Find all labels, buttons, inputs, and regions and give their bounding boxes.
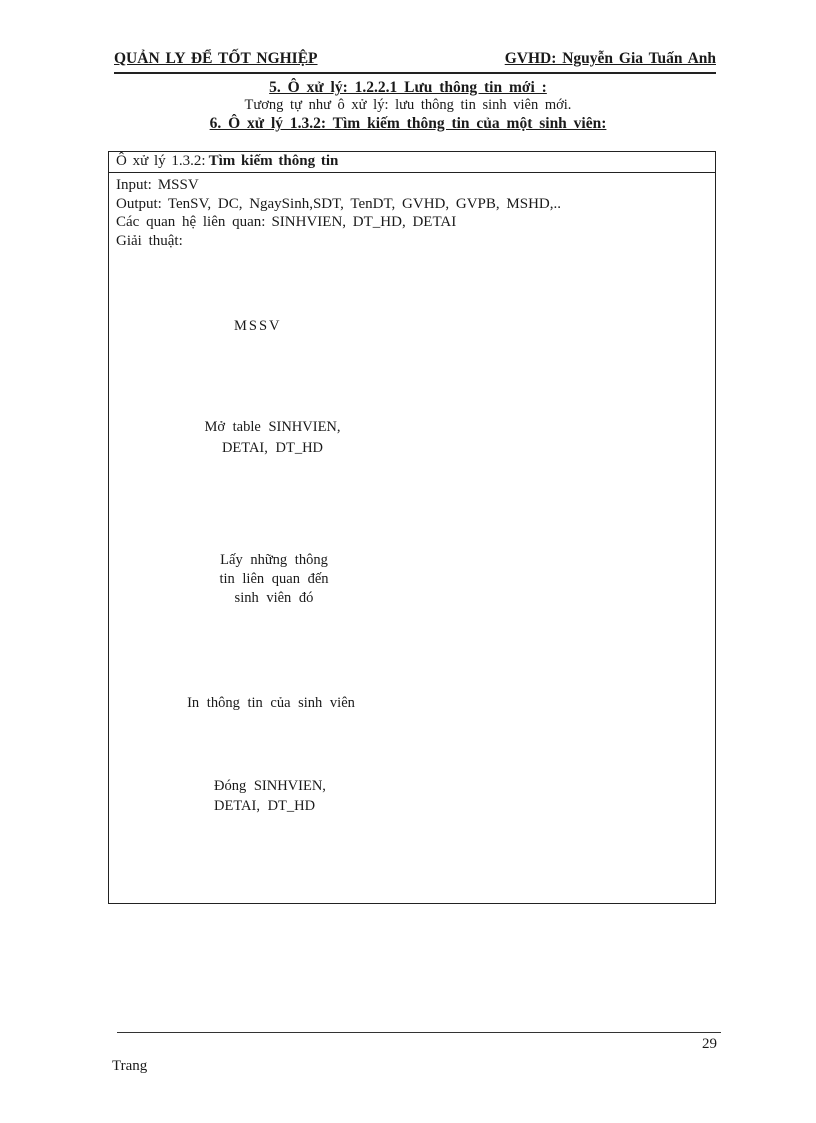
process-box-title: Ô xử lý 1.3.2:Tìm kiếm thông tin bbox=[109, 152, 715, 173]
field-input-label: Input: bbox=[116, 177, 152, 193]
field-output-value: TenSV, DC, NgaySinh,SDT, TenDT, GVHD, GV… bbox=[167, 195, 561, 212]
field-output-label: Output: bbox=[116, 195, 162, 212]
footer-rule bbox=[117, 1032, 721, 1033]
header-gvhd: GVHD: Nguyễn Gia Tuấn Anh bbox=[504, 50, 716, 67]
decision-label: Lấy những thông tin liên quan đến sinh v… bbox=[219, 552, 329, 606]
process-box: Ô xử lý 1.3.2:Tìm kiếm thông tin Input: M… bbox=[108, 151, 716, 904]
field-relations-value: SINHVIEN, DT_HD, DETAI bbox=[271, 214, 457, 230]
print-info-label: In thông tin của sinh viên bbox=[187, 695, 355, 711]
section-5-note: Tương tự như ô xử lý: lưu thông tin sinh… bbox=[244, 97, 572, 113]
page-header: QUẢN LY ĐỂ TỐT NGHIỆP GVHD: Nguyễn Gia T… bbox=[114, 50, 716, 74]
field-output: Output: TenSV, DC, NgaySinh,SDT, TenDT, G… bbox=[116, 195, 707, 214]
section-6-heading: 6. Ô xử lý 1.3.2: Tìm kiếm thông tin của… bbox=[209, 115, 607, 132]
field-algorithm: Giải thuật: bbox=[116, 232, 707, 251]
field-algorithm-label: Giải thuật: bbox=[116, 232, 183, 249]
process-box-title-main: Tìm kiếm thông tin bbox=[208, 153, 339, 169]
process-box-fields: Input: MSSV Output: TenSV, DC, NgaySinh,SD… bbox=[109, 173, 715, 250]
footer-label: Trang bbox=[112, 1058, 148, 1074]
field-input: Input: MSSV bbox=[116, 176, 707, 195]
header-title: QUẢN LY ĐỂ TỐT NGHIỆP bbox=[114, 50, 318, 67]
process-box-title-prefix: Ô xử lý 1.3.2: bbox=[116, 153, 206, 169]
close-tables-label: Đóng SINHVIEN, DETAI, DT_HD bbox=[214, 778, 326, 814]
section-5-heading: 5. Ô xử lý: 1.2.2.1 Lưu thông tin mới : bbox=[269, 79, 547, 96]
field-relations-label: Các quan hệ liên quan: bbox=[116, 214, 266, 230]
intro-section: 5. Ô xử lý: 1.2.2.1 Lưu thông tin mới : … bbox=[0, 79, 816, 132]
open-tables-label: Mở table SINHVIEN, DETAI, DT_HD bbox=[204, 419, 341, 456]
field-relations: Các quan hệ liên quan: SINHVIEN, DT_HD, D… bbox=[116, 213, 707, 232]
input-mssv-label: MSSV bbox=[234, 318, 282, 334]
field-input-value: MSSV bbox=[157, 177, 199, 193]
page-number: 29 bbox=[702, 1036, 717, 1052]
